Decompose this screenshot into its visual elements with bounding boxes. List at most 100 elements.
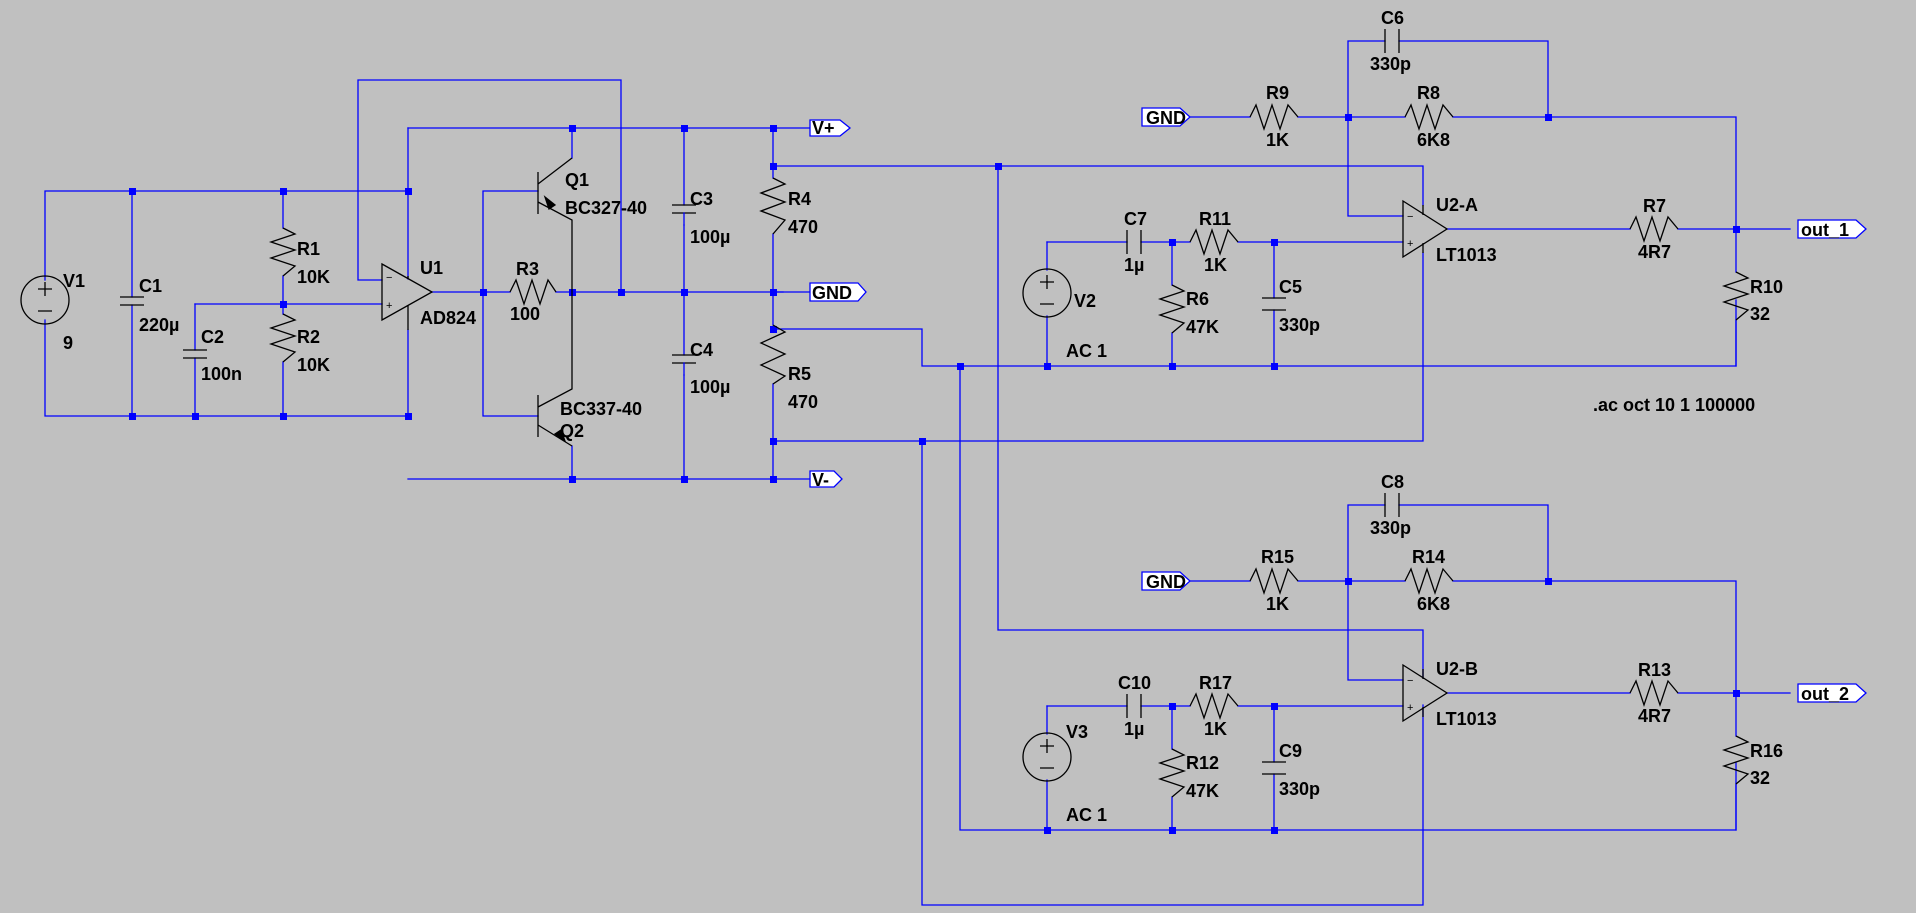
q1-transistor-icon[interactable]	[537, 157, 573, 292]
c7-ref: C7	[1124, 209, 1147, 229]
r12-value: 47K	[1186, 781, 1219, 801]
q2-ref: Q2	[560, 421, 584, 441]
r12-resistor-icon[interactable]	[1157, 748, 1187, 798]
c3-ref: C3	[690, 189, 713, 209]
r14-resistor-icon[interactable]	[1404, 566, 1454, 596]
v1-source-icon[interactable]	[20, 275, 70, 325]
c10-ref: C10	[1118, 673, 1151, 693]
net-flag-gnd-u2b[interactable]: GND	[1141, 571, 1191, 592]
r8-resistor-icon[interactable]	[1404, 102, 1454, 132]
net-flag-gnd-u2a[interactable]: GND	[1141, 107, 1191, 128]
r10-resistor-icon[interactable]	[1721, 271, 1751, 321]
r8-ref: R8	[1417, 83, 1440, 103]
net-flag-vminus[interactable]: V-	[809, 470, 843, 490]
r5-resistor-icon[interactable]	[759, 324, 787, 385]
r7-resistor-icon[interactable]	[1629, 214, 1679, 244]
svg-text:−: −	[386, 272, 392, 284]
net-flag-out2[interactable]: out_2	[1797, 683, 1867, 704]
component-labels: V1 9 C1 220µ C2 100n R1 10K R2 10K U1 AD…	[63, 8, 1783, 825]
r10-value: 32	[1750, 304, 1770, 324]
r1-resistor-icon[interactable]	[268, 227, 298, 277]
r9-value: 1K	[1266, 130, 1289, 150]
v1-ref: V1	[63, 271, 85, 291]
junctions	[129, 114, 1740, 834]
c1-capacitor-icon[interactable]	[120, 296, 144, 306]
c10-value: 1µ	[1124, 719, 1144, 739]
r3-value: 100	[510, 304, 540, 324]
c10-capacitor-icon[interactable]	[1126, 694, 1142, 718]
u2a-value: LT1013	[1436, 245, 1497, 265]
r8-value: 6K8	[1417, 130, 1450, 150]
r2-resistor-icon[interactable]	[268, 313, 298, 363]
r16-value: 32	[1750, 768, 1770, 788]
c9-ref: C9	[1279, 741, 1302, 761]
r12-ref: R12	[1186, 753, 1219, 773]
r16-resistor-icon[interactable]	[1721, 735, 1751, 785]
r13-value: 4R7	[1638, 706, 1671, 726]
c6-capacitor-icon[interactable]	[1384, 29, 1400, 53]
c3-capacitor-icon[interactable]	[672, 204, 696, 226]
v3-source-icon[interactable]	[1022, 732, 1072, 782]
v3-ref: V3	[1066, 722, 1088, 742]
net-flag-vplus[interactable]: V+	[809, 118, 852, 138]
v3-value: AC 1	[1066, 805, 1107, 825]
r4-resistor-icon[interactable]	[759, 177, 787, 235]
r11-resistor-icon[interactable]	[1189, 227, 1239, 257]
u1-ref: U1	[420, 258, 443, 278]
r14-ref: R14	[1412, 547, 1445, 567]
r10-ref: R10	[1750, 277, 1783, 297]
svg-text:−: −	[1407, 211, 1413, 223]
svg-text:+: +	[386, 300, 392, 312]
c4-capacitor-icon[interactable]	[672, 354, 696, 376]
r9-ref: R9	[1266, 83, 1289, 103]
u2b-value: LT1013	[1436, 709, 1497, 729]
v2-source-icon[interactable]	[1022, 268, 1072, 318]
c7-value: 1µ	[1124, 255, 1144, 275]
c2-capacitor-icon[interactable]	[183, 349, 207, 359]
c9-capacitor-icon[interactable]	[1262, 761, 1286, 775]
net-flag-out1[interactable]: out_1	[1797, 219, 1867, 240]
net-label-gnd-u2a: GND	[1146, 108, 1186, 128]
c8-value: 330p	[1370, 518, 1411, 538]
svg-text:−: −	[1407, 675, 1413, 687]
net-label-vminus: V-	[812, 470, 829, 490]
q1-ref: Q1	[565, 170, 589, 190]
r13-ref: R13	[1638, 660, 1671, 680]
r13-resistor-icon[interactable]	[1629, 678, 1679, 708]
r11-ref: R11	[1199, 209, 1231, 229]
u2b-ref: U2-B	[1436, 659, 1478, 679]
r11-value: 1K	[1204, 255, 1227, 275]
net-flag-gnd-rail[interactable]: GND	[809, 282, 867, 303]
r9-resistor-icon[interactable]	[1249, 102, 1299, 132]
c6-value: 330p	[1370, 54, 1411, 74]
net-label-gnd-u2b: GND	[1146, 572, 1186, 592]
r7-ref: R7	[1643, 196, 1666, 216]
r17-value: 1K	[1204, 719, 1227, 739]
c2-value: 100n	[201, 364, 242, 384]
r15-ref: R15	[1261, 547, 1294, 567]
q2-transistor-icon[interactable]	[537, 292, 573, 447]
c5-capacitor-icon[interactable]	[1262, 297, 1286, 311]
c5-value: 330p	[1279, 315, 1320, 335]
v1-value: 9	[63, 333, 73, 353]
r17-resistor-icon[interactable]	[1189, 691, 1239, 721]
c7-capacitor-icon[interactable]	[1126, 230, 1142, 254]
ac-analysis-directive[interactable]: .ac oct 10 1 100000	[1593, 395, 1755, 415]
r2-ref: R2	[297, 327, 320, 347]
c5-ref: C5	[1279, 277, 1302, 297]
c2-ref: C2	[201, 327, 224, 347]
u1-opamp-icon[interactable]: − +	[381, 262, 434, 330]
c1-value: 220µ	[139, 315, 179, 335]
r3-resistor-icon[interactable]	[509, 277, 557, 307]
r7-value: 4R7	[1638, 242, 1671, 262]
q1-value: BC327-40	[565, 198, 647, 218]
u2b-opamp-icon[interactable]: − +	[1402, 663, 1449, 723]
r6-resistor-icon[interactable]	[1157, 284, 1187, 334]
c1-ref: C1	[139, 276, 162, 296]
r15-resistor-icon[interactable]	[1249, 566, 1299, 596]
wires	[44, 40, 1791, 906]
u2a-opamp-icon[interactable]: − +	[1402, 199, 1449, 259]
r6-value: 47K	[1186, 317, 1219, 337]
c8-capacitor-icon[interactable]	[1384, 493, 1400, 517]
